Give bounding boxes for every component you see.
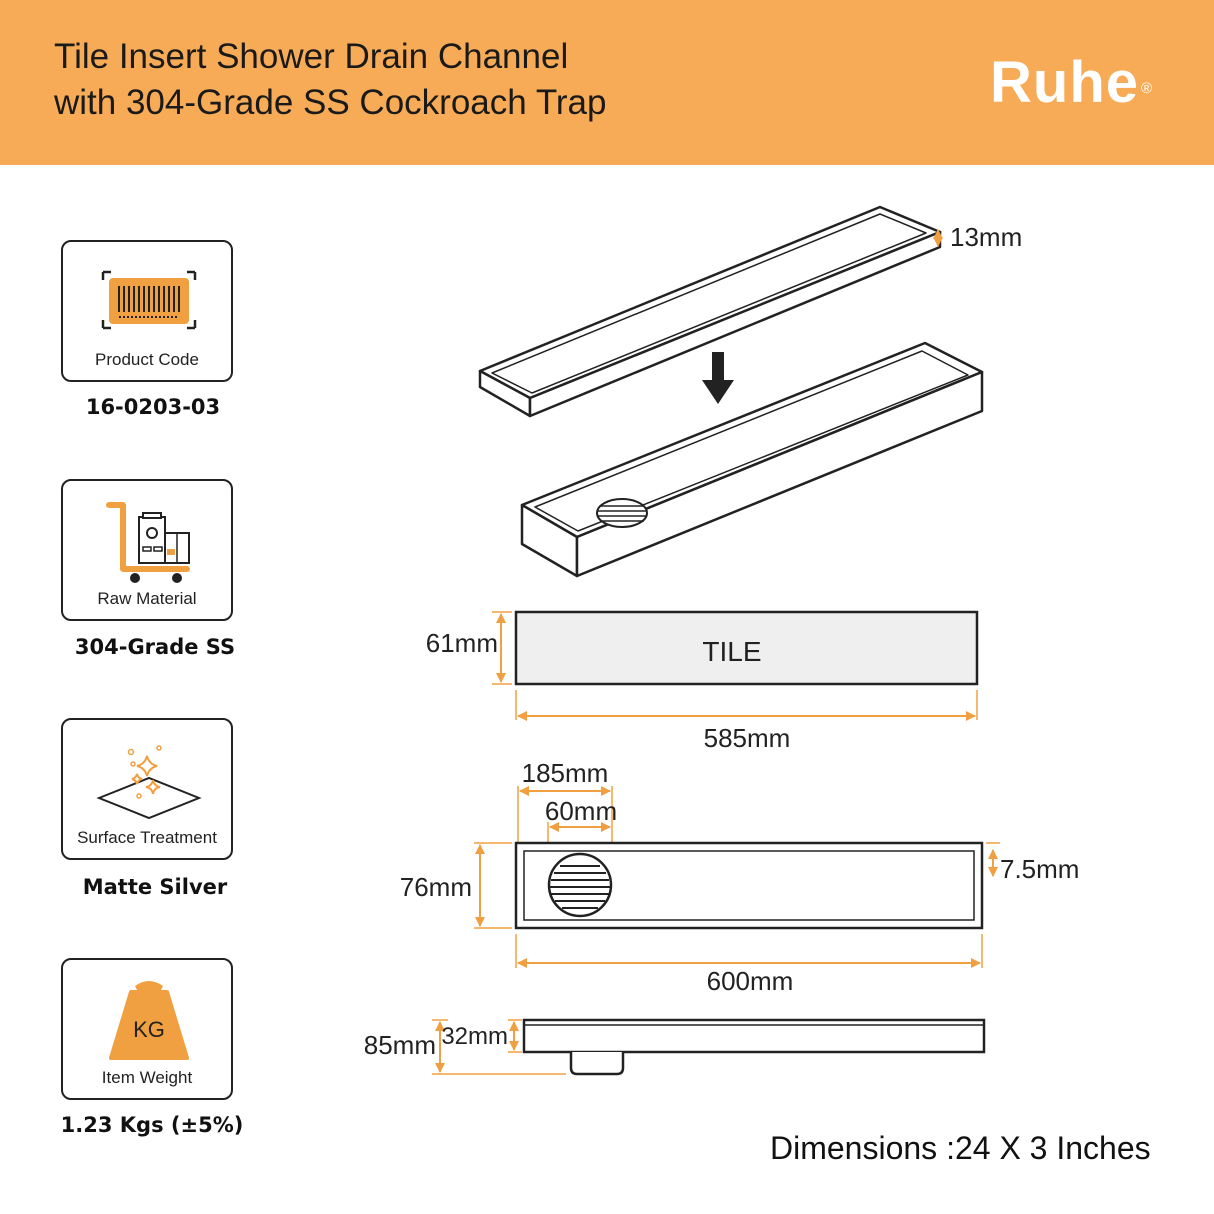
channel-width-label: 76mm bbox=[400, 872, 472, 902]
trap-diameter-label: 60mm bbox=[545, 796, 617, 826]
spec-card-raw-material: Raw Material bbox=[61, 479, 233, 621]
spec-card-product-code: Product Code bbox=[61, 240, 233, 382]
header-banner: Tile Insert Shower Drain Channel with 30… bbox=[0, 0, 1214, 165]
spec-label: Raw Material bbox=[97, 589, 197, 608]
spec-card-item-weight: KG Item Weight bbox=[61, 958, 233, 1100]
total-depth-label: 85mm bbox=[364, 1030, 436, 1060]
weight-icon-text: KG bbox=[133, 1017, 165, 1042]
lid-height-label: 13mm bbox=[950, 222, 1022, 252]
spec-label: Surface Treatment bbox=[77, 828, 217, 847]
barcode-icon bbox=[101, 270, 197, 330]
trap-grate-icon bbox=[596, 498, 648, 528]
title-line-2: with 304-Grade SS Cockroach Trap bbox=[54, 83, 607, 122]
tile-panel bbox=[514, 610, 979, 686]
trap-top-view-icon bbox=[547, 852, 613, 918]
weight-icon: KG bbox=[109, 981, 189, 1060]
tile-height-label: 61mm bbox=[426, 628, 498, 658]
outlet-pipe bbox=[569, 1052, 625, 1076]
tile-length-label: 585mm bbox=[704, 723, 791, 753]
dimensions-summary: Dimensions :24 X 3 Inches bbox=[770, 1130, 1151, 1166]
title-line-1: Tile Insert Shower Drain Channel bbox=[54, 37, 569, 76]
registered-mark: ® bbox=[1140, 80, 1153, 97]
spec-card-surface-treatment: Surface Treatment bbox=[61, 718, 233, 860]
spec-value-surface-treatment: Matte Silver bbox=[82, 875, 228, 899]
brand-logo: Ruhe® bbox=[990, 48, 1152, 118]
sparkle-surface-icon bbox=[96, 745, 202, 820]
trolley-materials-icon bbox=[106, 502, 190, 583]
spec-label: Item Weight bbox=[101, 1068, 193, 1087]
spec-value-item-weight: 1.23 Kgs (±5%) bbox=[60, 1113, 244, 1137]
tile-label: TILE bbox=[702, 636, 761, 667]
channel-length-label: 600mm bbox=[707, 966, 794, 996]
down-arrow-icon bbox=[702, 352, 734, 404]
spec-value-product-code: 16-0203-03 bbox=[85, 395, 221, 419]
channel-drawing bbox=[520, 341, 984, 578]
page-title: Tile Insert Shower Drain Channel with 30… bbox=[54, 34, 814, 126]
trap-offset-label: 185mm bbox=[522, 758, 609, 788]
rim-width-label: 7.5mm bbox=[1000, 854, 1079, 884]
spec-value-raw-material: 304-Grade SS bbox=[74, 635, 236, 659]
lid-drawing bbox=[478, 205, 942, 418]
brand-name: Ruhe bbox=[990, 50, 1139, 115]
channel-depth-label: 32mm bbox=[441, 1023, 508, 1050]
spec-label: Product Code bbox=[95, 350, 199, 369]
